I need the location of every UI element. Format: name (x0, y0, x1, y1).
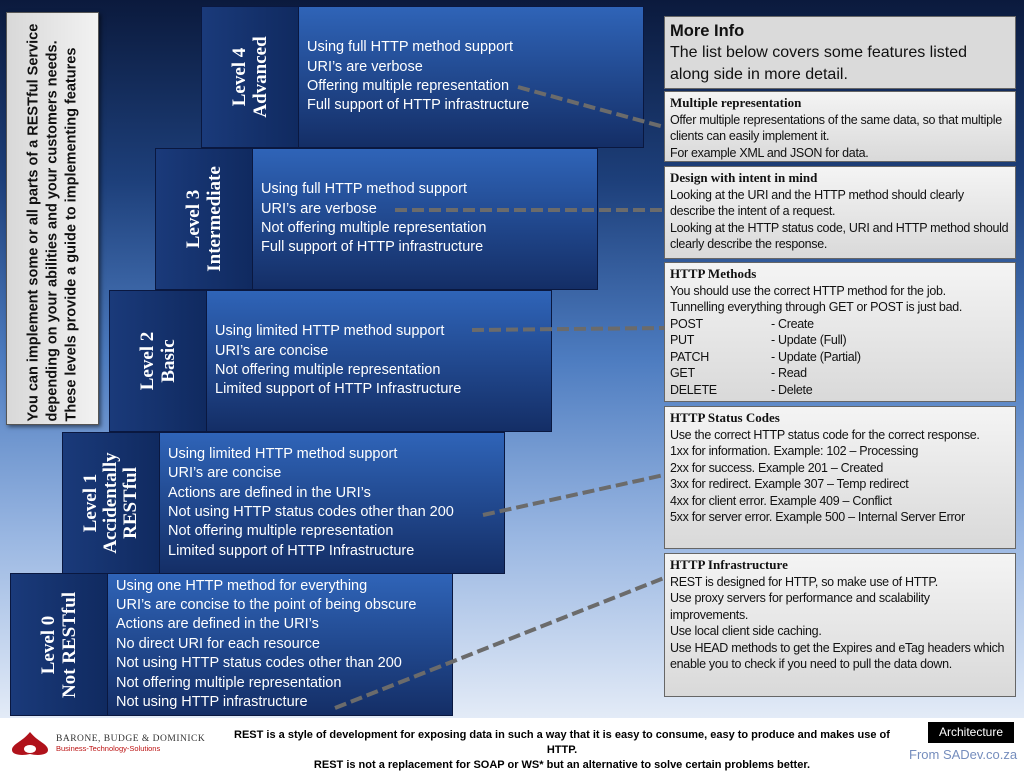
feature: Full support of HTTP infrastructure (261, 239, 484, 256)
feature: Actions are defined in the URI’s (116, 616, 319, 633)
feature: Not using HTTP status codes other than 2… (168, 504, 454, 520)
feature: Offering multiple representation (307, 78, 510, 94)
feature: Not offering multiple representation (116, 674, 342, 691)
connector-level-0 (334, 576, 665, 710)
logo-icon (12, 732, 48, 755)
feature: URI’s are concise (215, 342, 329, 359)
feature: URI’s are verbose (307, 58, 423, 75)
feature: URI’s are verbose (261, 200, 377, 217)
feature: Using full HTTP method support (261, 181, 468, 198)
feature: Not offering multiple representation (215, 362, 441, 378)
feature: Not using HTTP infrastructure (116, 694, 308, 711)
feature: Not offering multiple representation (261, 220, 487, 236)
feature: Using limited HTTP method support (168, 445, 398, 462)
feature: URI’s are concise (168, 465, 282, 482)
watermark: From SADev.co.za (909, 747, 1018, 762)
feature: Not offering multiple representation (168, 523, 394, 540)
feature: Limited support of HTTP Infrastructure (215, 381, 462, 398)
intro-note: You can implement some or all parts of a… (6, 12, 99, 425)
feature: Not using HTTP status codes other than 2… (116, 655, 402, 672)
feature: Using one HTTP method for everything (116, 577, 368, 594)
feature: No direct URI for each resource (116, 635, 320, 652)
feature: Full support of HTTP infrastructure (307, 97, 530, 114)
feature: Using limited HTTP method support (215, 323, 445, 340)
connector-level-2 (471, 326, 665, 332)
connector-level-1 (482, 473, 665, 517)
feature: Limited support of HTTP Infrastructure (168, 542, 415, 559)
architecture-badge: Architecture (928, 722, 1014, 743)
feature: Actions are defined in the URI’s (168, 484, 371, 501)
feature: Using full HTTP method support (307, 39, 514, 56)
connector-level-4 (517, 85, 665, 129)
footer-text: REST is a style of development for expos… (234, 729, 890, 771)
feature: URI’s are concise to the point of being … (116, 596, 417, 613)
